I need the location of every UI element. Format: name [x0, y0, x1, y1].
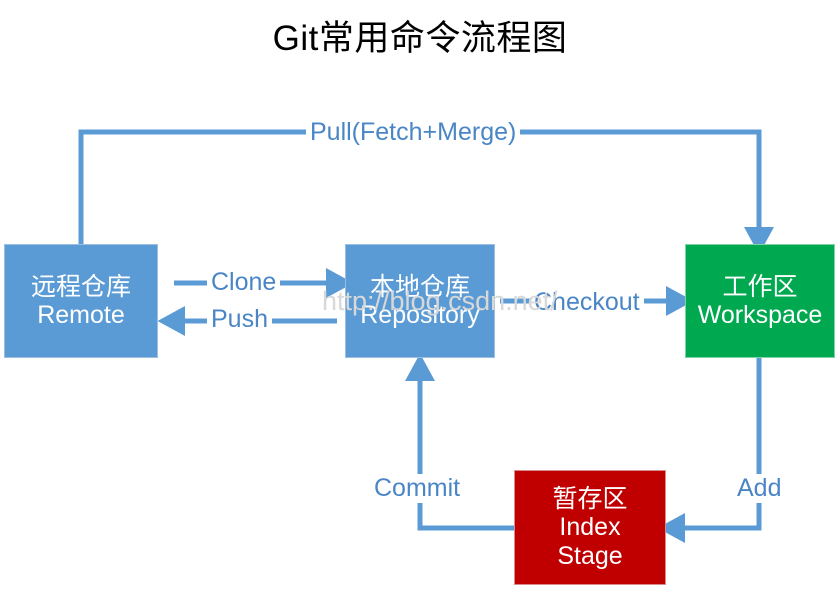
- node-workspace-label-cn: 工作区: [722, 272, 798, 301]
- edge-label-commit: Commit: [370, 474, 465, 503]
- node-index-label-cn: 暂存区: [552, 484, 628, 513]
- edge-label-push: Push: [207, 305, 272, 334]
- node-index[interactable]: 暂存区 Index Stage: [514, 470, 666, 585]
- edge-label-add: Add: [733, 474, 786, 503]
- edge-label-checkout: Checkout: [530, 288, 644, 317]
- node-repository[interactable]: 本地仓库 Repository: [345, 244, 495, 358]
- edge-label-pull: Pull(Fetch+Merge): [306, 118, 521, 147]
- page-title: Git常用命令流程图: [272, 19, 568, 58]
- node-index-label-en: Index: [559, 513, 621, 542]
- node-remote-label-en: Remote: [37, 301, 125, 329]
- edge-pull: [78, 129, 774, 255]
- node-workspace-label-en: Workspace: [697, 301, 823, 329]
- node-remote[interactable]: 远程仓库 Remote: [4, 244, 158, 358]
- edge-label-clone: Clone: [207, 268, 281, 297]
- edge-add: [657, 358, 762, 543]
- node-repository-label-en: Repository: [360, 301, 480, 329]
- edge-commit: [405, 353, 514, 531]
- node-repository-label-cn: 本地仓库: [369, 272, 470, 301]
- node-workspace[interactable]: 工作区 Workspace: [685, 244, 835, 358]
- node-index-label-en2: Stage: [557, 541, 623, 570]
- node-remote-label-cn: 远程仓库: [30, 272, 131, 301]
